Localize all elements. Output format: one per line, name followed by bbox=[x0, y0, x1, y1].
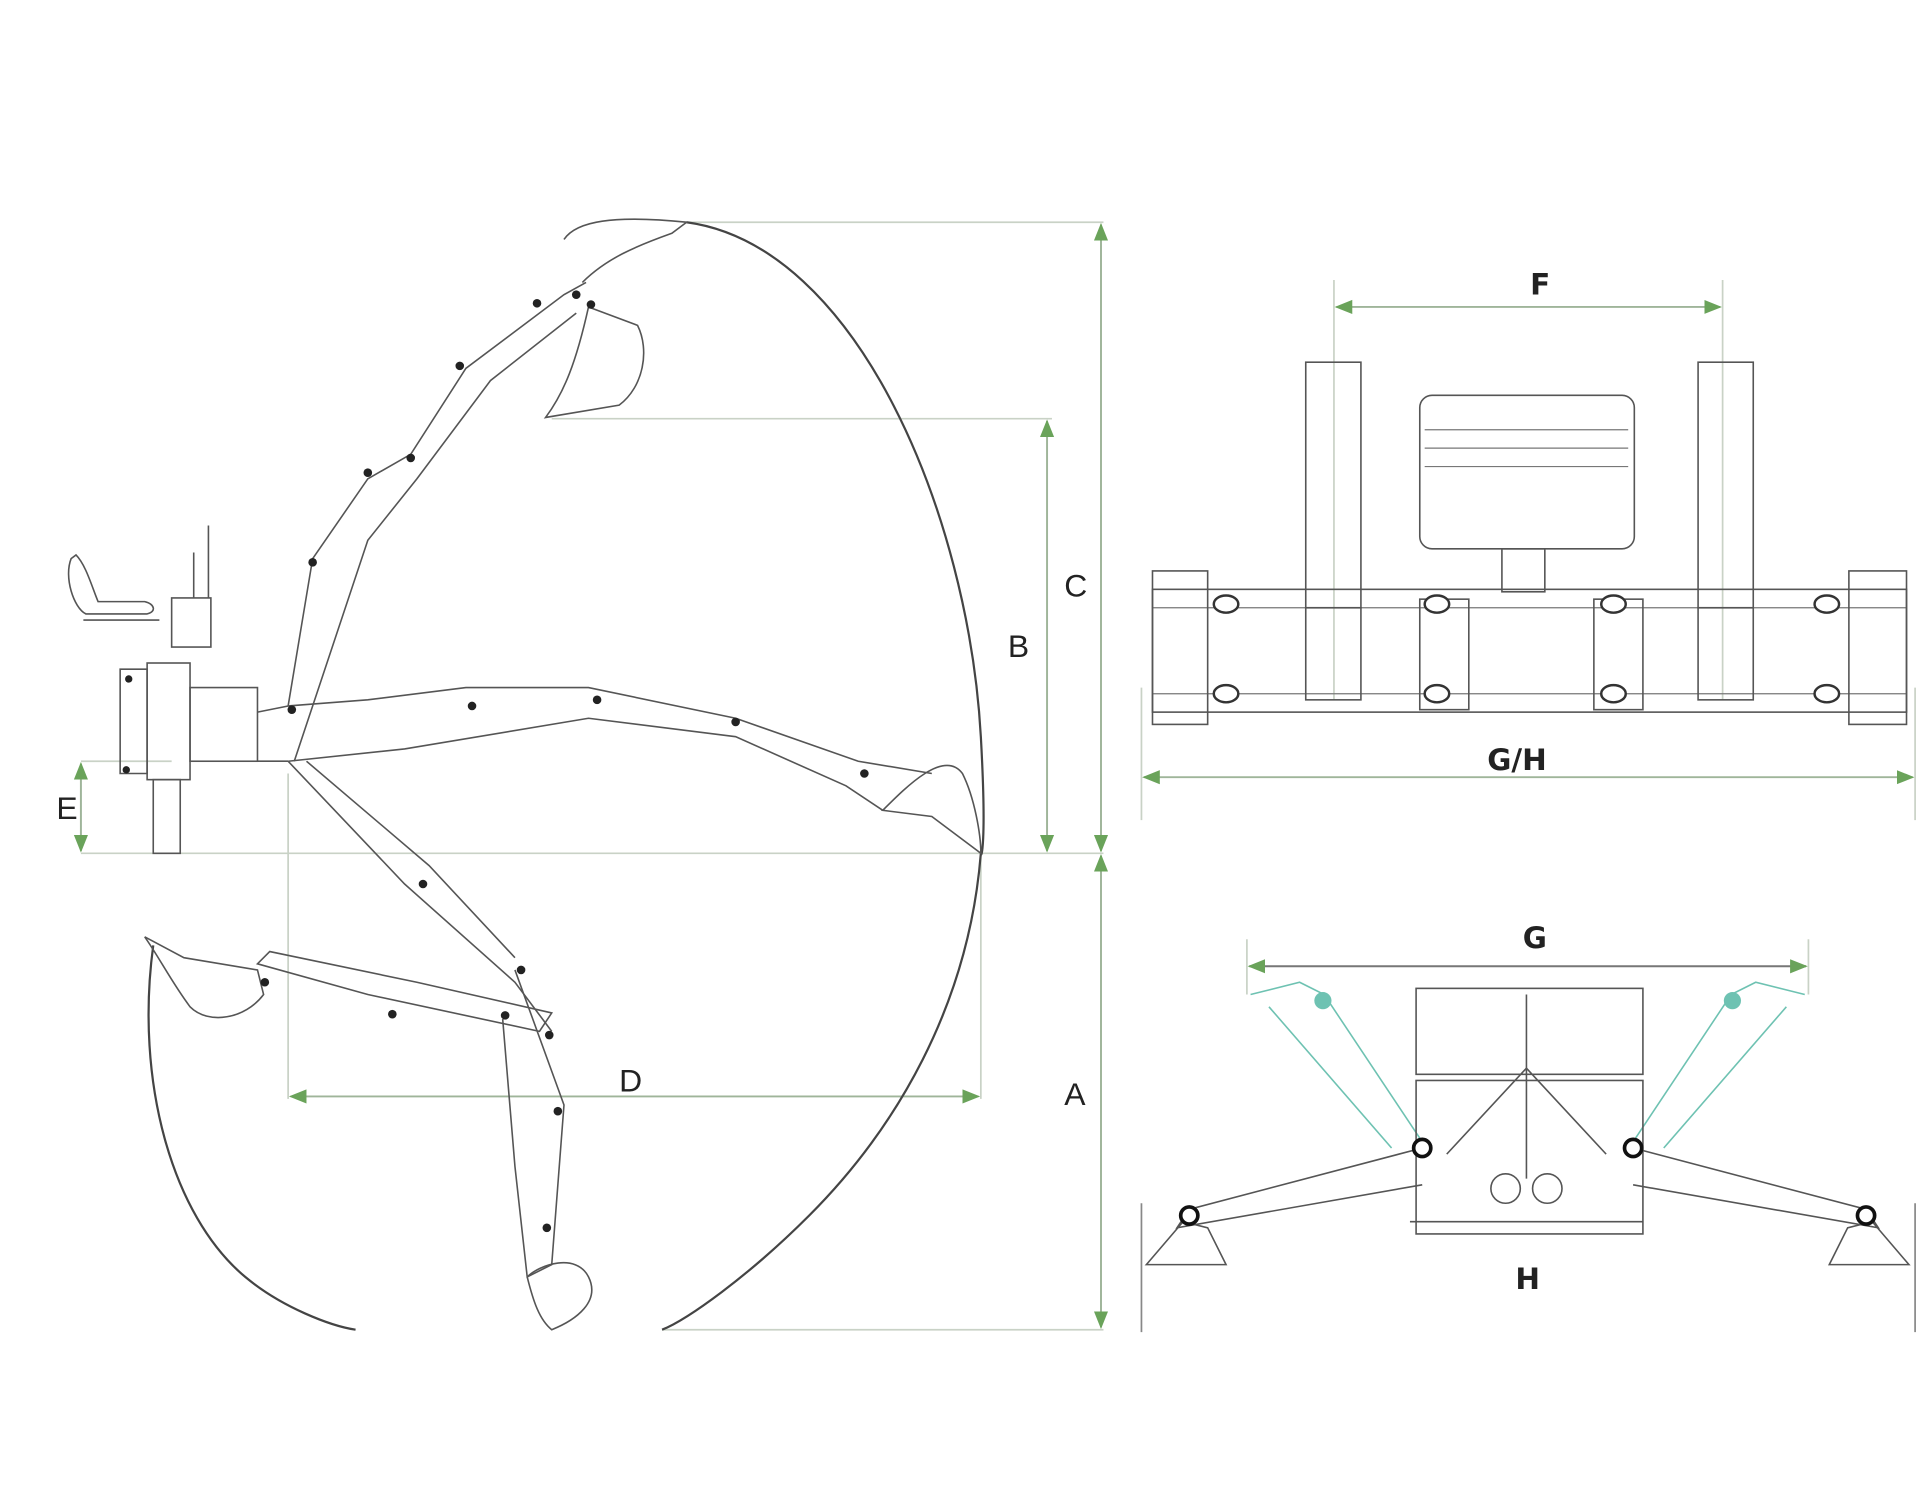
label-h: H bbox=[1515, 1262, 1540, 1296]
stabilizer-left-raised bbox=[1250, 981, 1423, 1143]
stabilizer-right-raised bbox=[1632, 981, 1805, 1143]
side-view: C B A D E bbox=[56, 218, 1109, 1331]
boom-lowered bbox=[144, 760, 593, 1331]
label-c: C bbox=[1064, 568, 1087, 604]
reach-envelope-left bbox=[147, 945, 356, 1331]
label-f: F bbox=[1530, 268, 1550, 302]
stabilizer-view: G H bbox=[1140, 921, 1916, 1333]
label-gh: G/H bbox=[1487, 743, 1547, 777]
reach-envelope bbox=[661, 221, 985, 1331]
label-b: B bbox=[1008, 628, 1029, 664]
stabilizer-left-lowered bbox=[1175, 1147, 1423, 1229]
boom-extended bbox=[287, 686, 982, 855]
label-g: G bbox=[1523, 921, 1547, 955]
operator-station bbox=[67, 525, 289, 855]
label-e: E bbox=[56, 790, 77, 826]
boom-raised bbox=[287, 218, 689, 762]
rear-view: F G/H bbox=[1140, 268, 1916, 821]
stabilizer-right-lowered bbox=[1632, 1147, 1881, 1229]
label-a: A bbox=[1064, 1076, 1086, 1112]
label-d: D bbox=[619, 1062, 642, 1098]
